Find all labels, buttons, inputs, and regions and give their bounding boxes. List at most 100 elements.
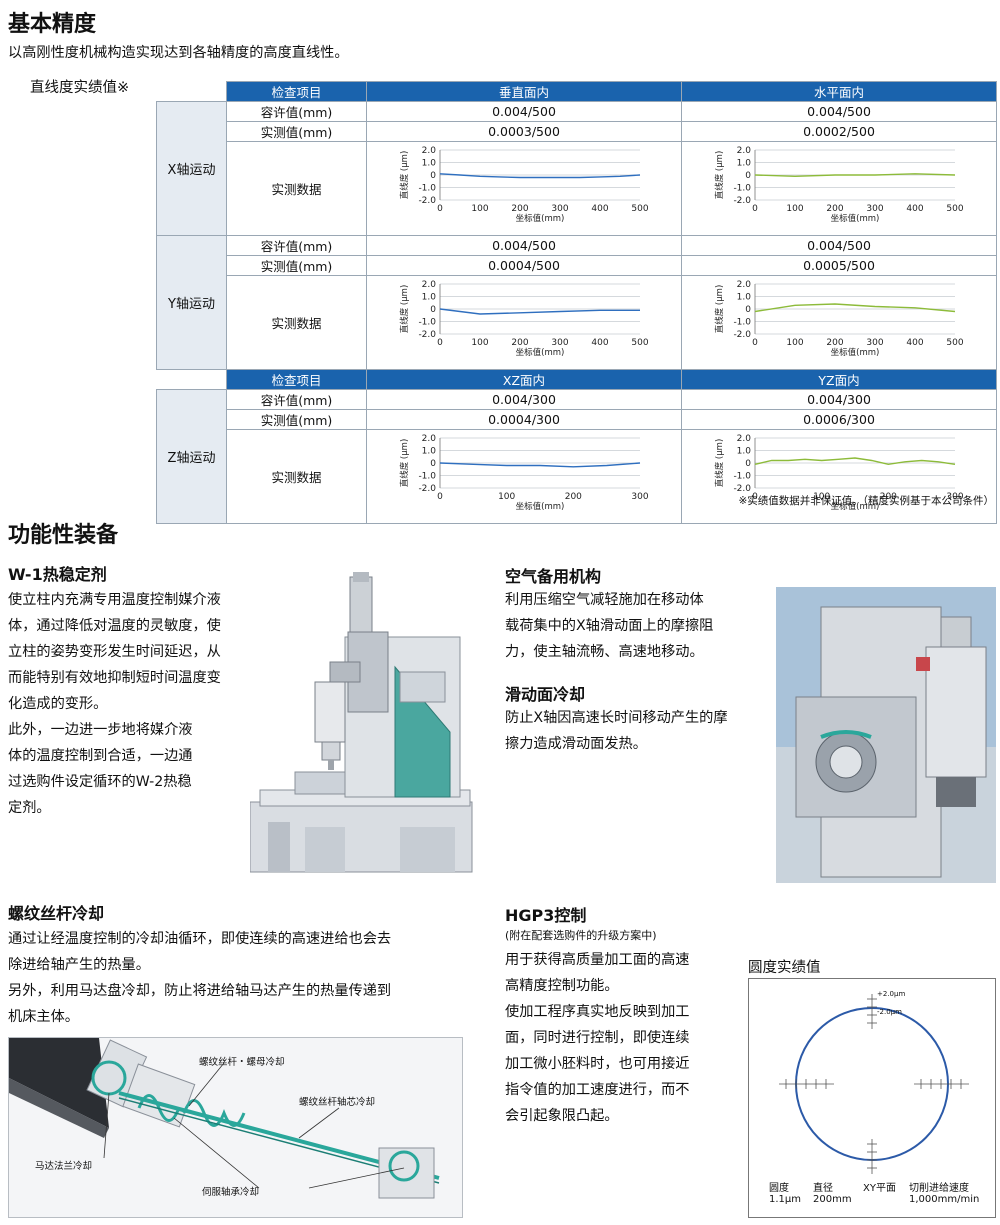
- machine-column-illustration: [250, 572, 473, 873]
- row-label-measured: 实测值(mm): [226, 255, 367, 276]
- section-title-features: 功能性装备: [8, 523, 119, 548]
- x-tick-label: 500: [631, 204, 648, 214]
- x-tick-label: 100: [813, 492, 830, 502]
- x-tick-label: 100: [498, 492, 515, 502]
- x-tick-label: 500: [631, 338, 648, 348]
- row-label-measured: 实测值(mm): [226, 409, 367, 430]
- text-line: 另外，利用马达盘冷却，防止将进给轴马达产生的热量传递到: [8, 983, 392, 999]
- straightness-subtitle: 直线度实绩值※: [30, 80, 130, 96]
- x-tick-label: 0: [752, 492, 758, 502]
- row-label-data: 实测数据: [226, 275, 367, 370]
- x-tick-label: 100: [471, 204, 488, 214]
- x-tick-label: 100: [786, 204, 803, 214]
- y-tick-label: 2.0: [737, 146, 752, 156]
- y-axis-label: 直线度 (μm): [399, 439, 410, 488]
- x-tick-label: 200: [565, 492, 582, 502]
- axis-label-z: Z轴运动: [156, 389, 227, 524]
- table-header-row: 检查项目 垂直面内 水平面内: [156, 81, 997, 102]
- y-tick-label: 0: [745, 305, 751, 315]
- air-text: 利用压缩空气减轻施加在移动体 载荷集中的X轴滑动面上的摩擦阻 力，使主轴流畅、高…: [505, 587, 765, 665]
- x-tick-label: 400: [906, 338, 923, 348]
- x-tick-label: 300: [631, 492, 648, 502]
- y-tick-label: -1.0: [418, 184, 436, 194]
- y-tick-label: -2.0: [418, 196, 436, 206]
- y-tick-label: -2.0: [733, 484, 751, 494]
- y-tick-label: 2.0: [422, 146, 437, 156]
- table-row: Z轴运动 容许值(mm) 0.004/300 0.004/300: [156, 389, 997, 524]
- text-line: 指令值的加工速度进行，而不: [505, 1082, 690, 1098]
- text-line: 面，同时进行控制，即使连续: [505, 1030, 690, 1046]
- cell-value: 0.004/300: [681, 389, 997, 410]
- y-axis-label: 直线度 (μm): [399, 285, 410, 334]
- x-axis-label: 坐标值(mm): [831, 347, 880, 358]
- x-tick-label: 300: [866, 204, 883, 214]
- text-line: 此外，一边进一步地将媒介液: [8, 722, 193, 738]
- y-tick-label: 1.0: [737, 293, 752, 303]
- header-item: 检查项目: [226, 81, 367, 102]
- axis-label-x: X轴运动: [156, 101, 227, 236]
- hgp3-note: (附在配套选购件的升级方案中): [505, 929, 657, 942]
- text-line: 会引起象限凸起。: [505, 1108, 619, 1124]
- text-line: 使加工程序真实地反映到加工: [505, 1004, 690, 1020]
- roundness-title: 圆度实绩值: [748, 960, 821, 976]
- axis-label-y: Y轴运动: [156, 235, 227, 370]
- text-line: 力，使主轴流畅、高速地移动。: [505, 644, 704, 660]
- y-tick-label: -1.0: [733, 318, 751, 328]
- header-vertical-plane: 垂直面内: [366, 81, 682, 102]
- roundness-minus-label: -2.0μm: [877, 1008, 902, 1016]
- x-tick-label: 200: [826, 204, 843, 214]
- header-item: 检查项目: [226, 369, 367, 390]
- w1-text: 使立柱内充满专用温度控制媒介液 体，通过降低对温度的灵敏度，使 立柱的姿势变形发…: [8, 587, 273, 821]
- y-tick-label: -2.0: [418, 484, 436, 494]
- text-line: 利用压缩空气减轻施加在移动体: [505, 592, 704, 608]
- y-tick-label: 1.0: [422, 447, 437, 457]
- callout-motor-flange: 马达法兰冷却: [35, 1161, 93, 1172]
- x-tick-label: 500: [946, 204, 963, 214]
- y-tick-label: -1.0: [733, 184, 751, 194]
- text-line: 载荷集中的X轴滑动面上的摩擦阻: [505, 618, 714, 634]
- cell-value: 0.004/500: [366, 101, 682, 122]
- accuracy-table: 检查项目 垂直面内 水平面内 X轴运动 容许值(mm) 0.004/500 0.…: [156, 81, 997, 524]
- screw-cooling-text: 通过让经温度控制的冷却油循环，即使连续的高速进给也会去 除进给轴产生的热量。 另…: [8, 926, 478, 1030]
- y-tick-label: 2.0: [737, 434, 752, 444]
- text-line: 除进给轴产生的热量。: [8, 957, 150, 973]
- x-axis-label: 坐标值(mm): [516, 213, 565, 224]
- text-line: 防止X轴因高速长时间移动产生的摩: [505, 710, 728, 726]
- cell-value: 0.004/500: [681, 235, 997, 256]
- x-tick-label: 0: [752, 338, 758, 348]
- x-axis-label: 坐标值(mm): [516, 501, 565, 512]
- y-axis-label: 直线度 (μm): [714, 439, 725, 488]
- w1-title: W-1热稳定剂: [8, 565, 107, 584]
- table-row: 实测值(mm) 0.0004/500 0.0005/500: [157, 255, 997, 276]
- x-tick-label: 400: [591, 338, 608, 348]
- y-tick-label: -1.0: [733, 472, 751, 482]
- accuracy-description: 以高刚性度机械构造实现达到各轴精度的高度直线性。: [8, 45, 349, 61]
- ballscrew-illustration: 螺纹丝杆・螺母冷却 螺纹丝杆轴芯冷却 马达法兰冷却 伺服轴承冷却: [8, 1037, 463, 1218]
- y-tick-label: 0: [430, 305, 436, 315]
- x-tick-label: 0: [437, 492, 443, 502]
- row-label-tolerance: 容许值(mm): [226, 101, 367, 122]
- hgp3-text: 用于获得高质量加工面的高速 高精度控制功能。 使加工程序真实地反映到加工 面，同…: [505, 947, 735, 1129]
- x-axis-label: 坐标值(mm): [831, 501, 880, 512]
- cell-value: 0.0006/300: [681, 409, 997, 430]
- y-tick-label: -2.0: [418, 330, 436, 340]
- y-axis-label: 直线度 (μm): [714, 151, 725, 200]
- text-line: 而能特别有效地抑制短时间温度变: [8, 670, 221, 686]
- x-tick-label: 500: [946, 338, 963, 348]
- cell-value: 0.0004/300: [366, 409, 682, 430]
- table-header-row: 检查项目 XZ面内 YZ面内: [156, 369, 997, 390]
- y-tick-label: 1.0: [422, 159, 437, 169]
